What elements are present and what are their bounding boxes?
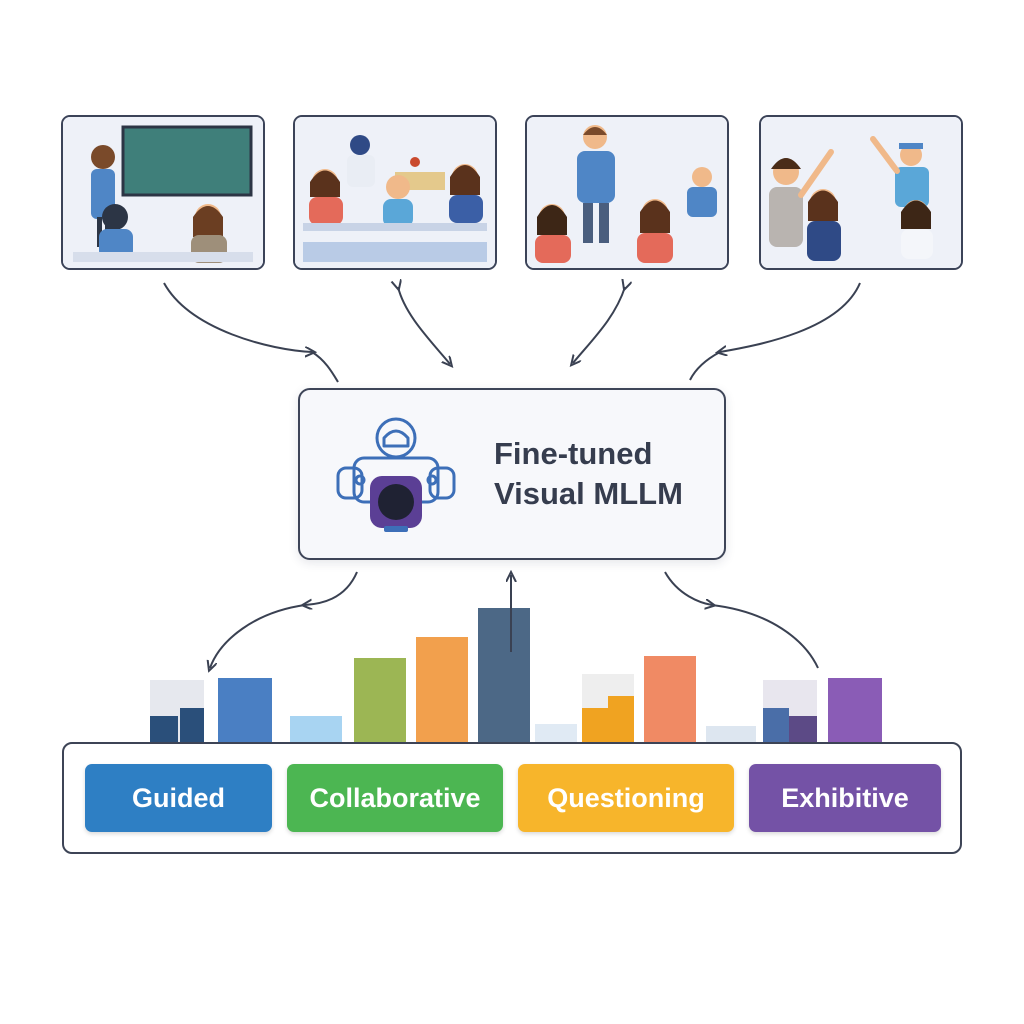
- classroom-scene-discussion: [527, 117, 727, 268]
- bar: [608, 696, 634, 742]
- category-exhibitive: Exhibitive: [749, 764, 941, 832]
- arrow-model-to-exhibitive: [664, 571, 712, 605]
- arrow-panel-4-to-model: [720, 282, 861, 352]
- arrow-model-to-panel-4: [689, 351, 721, 381]
- bar: [478, 608, 530, 742]
- category-questioning: Questioning: [518, 764, 734, 832]
- category-guided: Guided: [85, 764, 272, 832]
- classroom-scene-group: [295, 117, 495, 268]
- arrow-model-to-guided-tail: [210, 604, 306, 668]
- arrow-panel-2-model: [398, 287, 450, 364]
- classroom-panel-2: [293, 115, 497, 270]
- arrow-panel-3-model: [573, 287, 625, 363]
- bar: [763, 708, 789, 742]
- model-title-line-2: Visual MLLM: [494, 476, 683, 511]
- classroom-panel-4: [759, 115, 963, 270]
- bar: [828, 678, 882, 742]
- classroom-panel-3: [525, 115, 729, 270]
- decorative-bar-chart: [150, 608, 882, 742]
- classroom-panel-1: [61, 115, 265, 270]
- model-title: Fine-tuned Visual MLLM: [494, 434, 683, 514]
- category-collaborative: Collaborative: [287, 764, 503, 832]
- bar: [416, 637, 468, 742]
- arrow-model-to-panel-1: [311, 351, 339, 383]
- arrow-model-to-exhibitive-tail: [711, 604, 819, 669]
- bar: [706, 726, 756, 742]
- classroom-scene-lecture: [63, 117, 263, 268]
- bar: [644, 656, 696, 742]
- bar: [789, 716, 817, 742]
- model-box: Fine-tuned Visual MLLM: [298, 388, 726, 560]
- bar: [582, 708, 608, 742]
- robot-camera-icon: [336, 417, 456, 532]
- arrow-model-to-guided: [305, 571, 358, 605]
- category-strip: Guided Collaborative Questioning Exhibit…: [62, 742, 962, 854]
- bar: [180, 708, 204, 742]
- bar: [354, 658, 406, 742]
- bar: [150, 716, 178, 742]
- bar: [218, 678, 272, 742]
- model-title-line-1: Fine-tuned: [494, 436, 653, 471]
- bar: [535, 724, 577, 742]
- bar: [290, 716, 342, 742]
- classroom-scene-participation: [761, 117, 961, 268]
- arrow-panel-1-to-model: [163, 282, 312, 352]
